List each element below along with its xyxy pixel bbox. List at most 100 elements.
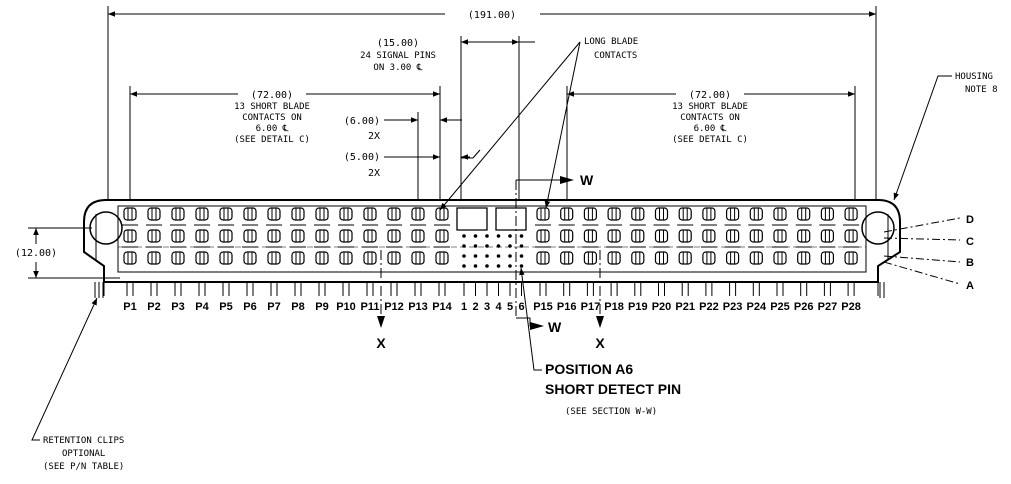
signal-pin-4-3 <box>496 264 501 268</box>
section-x-right-label: X <box>595 335 605 351</box>
row-letter-d: D <box>966 214 974 226</box>
pin-label-p25: P25 <box>770 301 790 313</box>
signal-group-dimension <box>461 36 535 200</box>
retention-clip <box>95 282 884 298</box>
section-w-top-label: W <box>580 172 594 188</box>
signal-pin-5-2 <box>508 254 512 258</box>
signal-pin-2-0 <box>473 234 478 238</box>
signal-col-label-6: 6 <box>518 301 524 313</box>
retention-note-line-1: RETENTION CLIPS <box>43 436 124 446</box>
section-w-bottom-arrow <box>530 322 544 330</box>
pin-label-p4: P4 <box>195 301 209 313</box>
section-w-bottom-label: W <box>548 319 562 335</box>
pitch-6-label: (6.00) <box>344 116 380 127</box>
height-dimension-label: (12.00) <box>15 248 57 259</box>
contact-p1 <box>122 208 138 264</box>
housing-note-line-2: NOTE 8 <box>965 85 998 95</box>
pin-label-p28: P28 <box>841 301 861 313</box>
left-group-dimension <box>130 86 440 200</box>
row-letter-a: A <box>966 280 974 292</box>
housing-leader <box>894 76 952 200</box>
pin-label-p1: P1 <box>123 301 136 313</box>
contact-p5 <box>218 208 234 264</box>
right-note-line-1: 13 SHORT BLADE <box>672 102 748 112</box>
right-short-blade-note: 13 SHORT BLADE CONTACTS ON 6.00 ℄ (SEE D… <box>672 102 748 145</box>
signal-col-label-3: 3 <box>484 301 490 313</box>
contact-p7 <box>266 208 282 264</box>
left-power-contacts <box>122 208 450 264</box>
right-power-contacts <box>535 208 859 264</box>
signal-pins-note-line-2: ON 3.00 ℄ <box>373 63 422 73</box>
contact-p27 <box>819 208 835 264</box>
signal-pin-3-3 <box>485 264 489 268</box>
contact-p10 <box>338 208 354 264</box>
contact-p23 <box>725 208 741 264</box>
contact-p22 <box>701 208 717 264</box>
signal-pin-6-0 <box>519 234 524 238</box>
signal-pin-array <box>462 234 524 268</box>
retention-leader <box>32 298 97 440</box>
pin-label-p3: P3 <box>171 301 184 313</box>
pin-label-p13: P13 <box>408 301 428 313</box>
pitch-5-count: 2X <box>368 168 380 179</box>
contact-p24 <box>748 208 764 264</box>
pin-label-p2: P2 <box>147 301 160 313</box>
signal-pin-3-2 <box>485 254 489 258</box>
overall-dimension <box>108 6 876 200</box>
left-group-dimension-label: (72.00) <box>251 90 293 101</box>
section-x-lines <box>381 250 600 318</box>
short-detect-line-2: SHORT DETECT PIN <box>545 381 681 397</box>
housing-note-line-1: HOUSING <box>955 72 993 82</box>
contact-p13 <box>410 208 426 264</box>
contact-p28 <box>843 208 859 264</box>
row-letter-c: C <box>966 236 974 248</box>
contact-p14 <box>434 208 450 264</box>
pin-label-p10: P10 <box>336 301 356 313</box>
contact-p16 <box>559 208 575 264</box>
contact-p20 <box>654 208 670 264</box>
pin-label-p8: P8 <box>291 301 304 313</box>
signal-pin-1-0 <box>462 234 466 238</box>
left-note-line-1: 13 SHORT BLADE <box>234 102 310 112</box>
contact-p15 <box>535 208 551 264</box>
signal-col-label-2: 2 <box>472 301 478 313</box>
left-guide-hole <box>90 212 122 244</box>
long-blade-note-line-2: CONTACTS <box>594 51 637 61</box>
contact-p21 <box>677 208 693 264</box>
contact-p9 <box>314 208 330 264</box>
pin-label-p20: P20 <box>652 301 672 313</box>
right-note-line-4: (SEE DETAIL C) <box>672 135 748 145</box>
section-w-top-arrow <box>560 176 574 184</box>
pin-label-p22: P22 <box>699 301 719 313</box>
signal-pin-2-3 <box>473 264 478 268</box>
contact-p12 <box>386 208 402 264</box>
section-x-right-arrow <box>596 316 604 328</box>
contact-p6 <box>242 208 258 264</box>
left-short-blade-note: 13 SHORT BLADE CONTACTS ON 6.00 ℄ (SEE D… <box>234 102 310 145</box>
left-note-line-4: (SEE DETAIL C) <box>234 135 310 145</box>
signal-pin-5-3 <box>508 264 512 268</box>
signal-pin-3-0 <box>485 234 489 238</box>
pin-label-p6: P6 <box>243 301 256 313</box>
signal-pin-5-0 <box>508 234 512 238</box>
pin-label-p18: P18 <box>604 301 624 313</box>
contact-p8 <box>290 208 306 264</box>
pin-label-p11: P11 <box>361 301 380 313</box>
contact-p11 <box>362 208 378 264</box>
row-letter-leaders <box>884 218 960 284</box>
signal-pin-4-0 <box>496 234 501 238</box>
contact-p2 <box>146 208 162 264</box>
contact-p3 <box>170 208 186 264</box>
short-detect-ref: (SEE SECTION W-W) <box>565 407 657 417</box>
pin-label-p17: P17 <box>581 301 601 313</box>
right-guide-hole <box>862 212 894 244</box>
signal-group-dimension-label: (15.00) <box>377 38 419 49</box>
short-detect-line-1: POSITION A6 <box>545 361 633 377</box>
pin-label-p7: P7 <box>267 301 280 313</box>
pin-label-p27: P27 <box>818 301 838 313</box>
retention-note-line-3: (SEE P/N TABLE) <box>43 462 124 472</box>
signal-col-label-1: 1 <box>461 301 467 313</box>
signal-pin-1-3 <box>462 264 466 268</box>
contact-p25 <box>772 208 788 264</box>
connector-housing <box>84 200 900 296</box>
